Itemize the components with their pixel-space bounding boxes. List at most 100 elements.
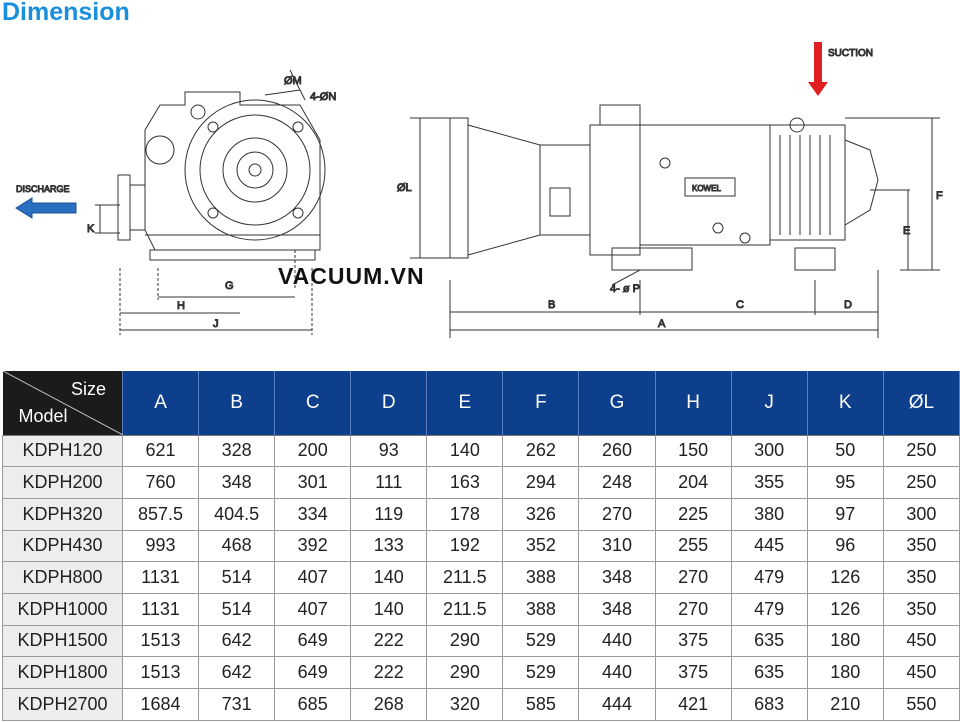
value-cell: 180 (806, 656, 884, 689)
value-cell: 388 (502, 561, 580, 594)
value-cell: 140 (350, 561, 428, 594)
value-cell: 649 (274, 656, 352, 689)
brand-label: KOWEL (692, 184, 721, 193)
dim-label-a: A (658, 318, 666, 330)
value-cell: 133 (350, 529, 428, 563)
value-cell: 1131 (121, 561, 200, 594)
value-cell: 150 (654, 434, 732, 468)
value-cell: 635 (730, 624, 808, 658)
column-header: D (350, 371, 428, 435)
value-cell: 126 (806, 561, 884, 594)
value-cell: 328 (198, 434, 276, 468)
value-cell: 1513 (121, 624, 200, 658)
dim-label-d: D (844, 299, 852, 311)
value-cell: 388 (502, 592, 580, 626)
value-cell: 225 (654, 497, 732, 531)
value-cell: 642 (198, 656, 276, 689)
discharge-arrow-icon (15, 197, 77, 219)
column-header: ØL (883, 371, 960, 435)
dim-label-h: H (177, 300, 185, 312)
page-title: Dimension (2, 0, 130, 26)
column-header: K (807, 371, 884, 435)
value-cell: 211.5 (426, 561, 504, 594)
model-cell: KDPH1500 (2, 624, 123, 658)
value-cell: 350 (882, 529, 960, 563)
dim-label-n: 4-ØN (310, 91, 336, 103)
value-cell: 621 (121, 434, 200, 468)
value-cell: 642 (198, 624, 276, 658)
value-cell: 204 (654, 466, 732, 499)
value-cell: 93 (350, 434, 428, 468)
value-cell: 326 (502, 497, 580, 531)
corner-header: Size Model (2, 371, 123, 435)
value-cell: 270 (654, 561, 732, 594)
dim-label-p: 4- ø P (610, 283, 640, 295)
value-cell: 468 (198, 529, 276, 563)
dim-label-e: E (903, 225, 910, 237)
model-label: Model (18, 405, 68, 426)
value-cell: 514 (198, 561, 276, 594)
model-cell: KDPH120 (2, 434, 123, 468)
value-cell: 250 (882, 466, 960, 499)
value-cell: 350 (882, 592, 960, 626)
value-cell: 450 (882, 656, 960, 689)
value-cell: 248 (578, 466, 656, 499)
value-cell: 993 (121, 529, 200, 563)
value-cell: 262 (502, 434, 580, 468)
value-cell: 119 (350, 497, 428, 531)
value-cell: 392 (274, 529, 352, 563)
value-cell: 355 (730, 466, 808, 499)
value-cell: 50 (806, 434, 884, 468)
value-cell: 96 (806, 529, 884, 563)
model-cell: KDPH430 (2, 529, 123, 563)
value-cell: 250 (882, 434, 960, 468)
value-cell: 140 (426, 434, 504, 468)
value-cell: 649 (274, 624, 352, 658)
value-cell: 440 (578, 656, 656, 689)
value-cell: 268 (350, 688, 428, 721)
dimension-drawing: ØM 4-ØN K G H J DISCHARGE ØL B C D A E F… (15, 42, 944, 338)
value-cell: 375 (654, 656, 732, 689)
column-header: B (198, 371, 276, 435)
value-cell: 290 (426, 656, 504, 689)
pump-side-view (410, 104, 940, 338)
value-cell: 450 (882, 624, 960, 658)
column-header: C (274, 371, 352, 435)
value-cell: 1513 (121, 656, 200, 689)
value-cell: 180 (806, 624, 884, 658)
value-cell: 380 (730, 497, 808, 531)
dim-label-l: ØL (397, 182, 412, 194)
value-cell: 440 (578, 624, 656, 658)
value-cell: 731 (198, 688, 276, 721)
value-cell: 550 (882, 688, 960, 721)
value-cell: 444 (578, 688, 656, 721)
model-cell: KDPH2700 (2, 688, 123, 721)
value-cell: 479 (730, 561, 808, 594)
value-cell: 1684 (121, 688, 200, 721)
value-cell: 857.5 (121, 497, 200, 531)
value-cell: 407 (274, 592, 352, 626)
discharge-label: DISCHARGE (16, 184, 70, 194)
value-cell: 300 (882, 497, 960, 531)
value-cell: 300 (730, 434, 808, 468)
model-cell: KDPH320 (2, 497, 123, 531)
value-cell: 270 (654, 592, 732, 626)
model-cell: KDPH200 (2, 466, 123, 499)
dim-label-m: ØM (284, 75, 302, 87)
suction-arrow-icon (808, 42, 828, 96)
value-cell: 200 (274, 434, 352, 468)
value-cell: 111 (350, 466, 428, 499)
value-cell: 348 (578, 592, 656, 626)
dim-label-c: C (736, 299, 744, 311)
value-cell: 514 (198, 592, 276, 626)
value-cell: 210 (806, 688, 884, 721)
value-cell: 529 (502, 624, 580, 658)
column-header: G (578, 371, 656, 435)
model-cell: KDPH1800 (2, 656, 123, 689)
value-cell: 270 (578, 497, 656, 531)
dim-label-j: J (213, 318, 219, 330)
